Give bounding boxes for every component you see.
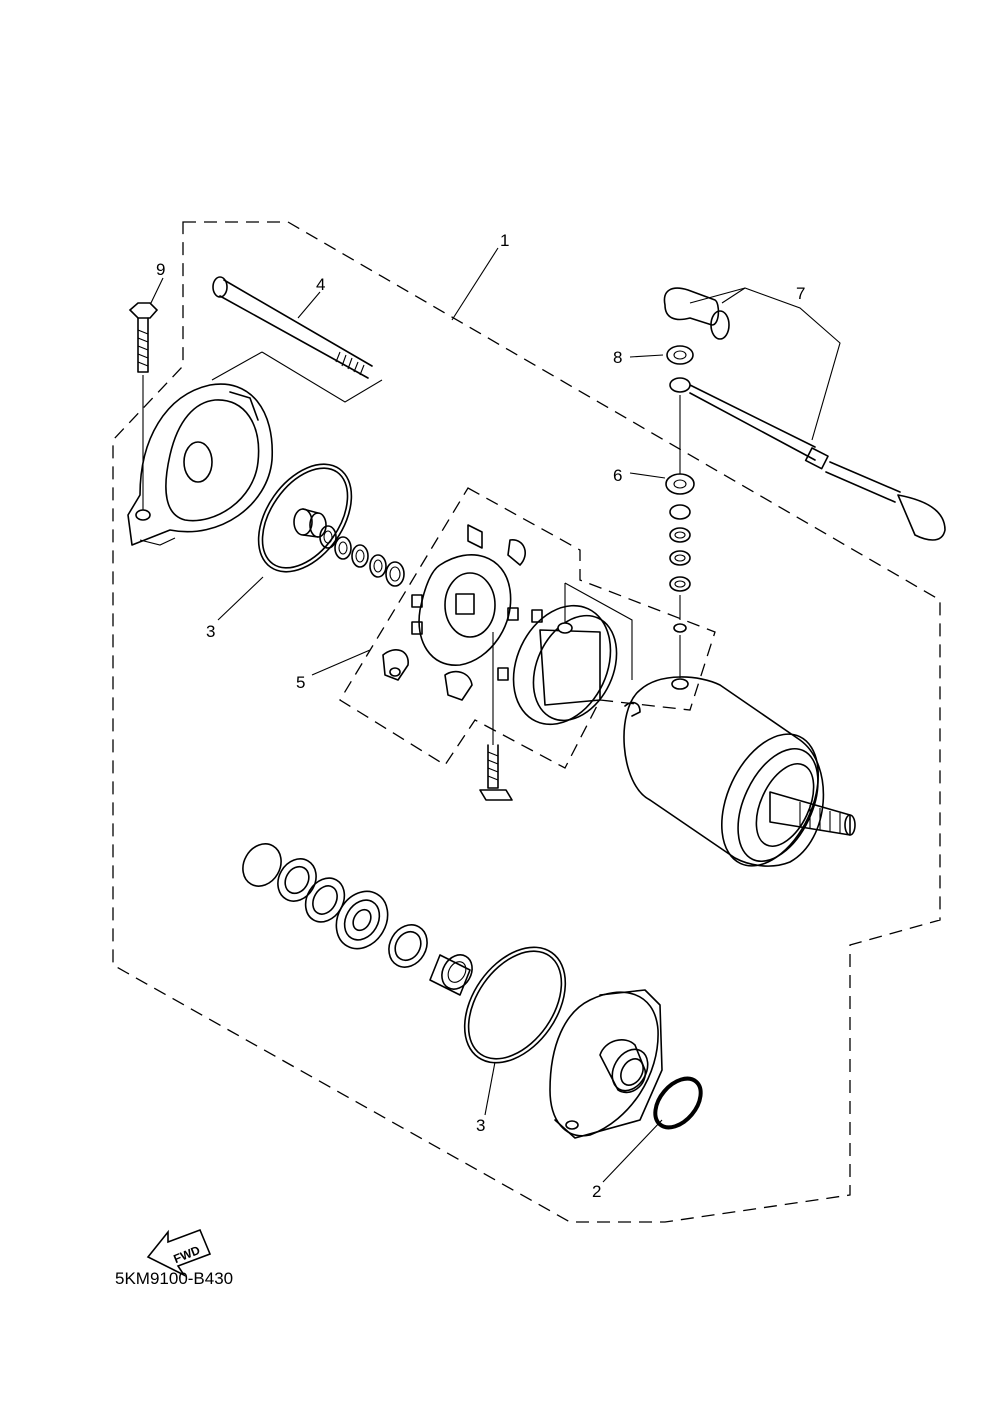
callout-3-lower: 3 xyxy=(476,1116,485,1135)
rear-cover xyxy=(127,383,273,546)
callout-numbers: 1 2 3 3 4 5 6 7 8 9 xyxy=(156,231,805,1201)
callout-2: 2 xyxy=(592,1182,601,1201)
callout-1: 1 xyxy=(500,231,509,250)
bolt-part-9 xyxy=(128,302,159,512)
callout-5: 5 xyxy=(296,673,305,692)
callout-6: 6 xyxy=(613,466,622,485)
o-ring-part-3-upper xyxy=(257,463,353,573)
brush-plate-bolt xyxy=(479,744,513,801)
callout-8: 8 xyxy=(613,348,622,367)
through-bolt-part-4 xyxy=(211,276,383,403)
callout-leaders xyxy=(149,247,841,1183)
bushing-and-washers-upper xyxy=(293,508,405,587)
yoke-ring xyxy=(512,582,633,726)
callout-7: 7 xyxy=(796,284,805,303)
front-cover xyxy=(549,989,663,1139)
assembly-boundary-1 xyxy=(112,221,941,1223)
fwd-arrow-icon: FWD xyxy=(146,1228,212,1278)
o-ring-part-2 xyxy=(653,1076,703,1130)
brush-holder-kit-part-5 xyxy=(339,487,716,769)
o-ring-part-3-lower xyxy=(463,946,567,1064)
washers-and-bearings-lower xyxy=(242,843,473,996)
lead-wire-part-7 xyxy=(663,287,946,541)
callout-4: 4 xyxy=(316,275,325,294)
drawing-code: 5KM9100-B430 xyxy=(115,1269,233,1288)
callout-9: 9 xyxy=(156,260,165,279)
nut-part-6-and-washers xyxy=(665,395,695,678)
nut-part-8 xyxy=(666,345,694,365)
callout-3-upper: 3 xyxy=(206,622,215,641)
starter-motor-body xyxy=(623,676,856,867)
